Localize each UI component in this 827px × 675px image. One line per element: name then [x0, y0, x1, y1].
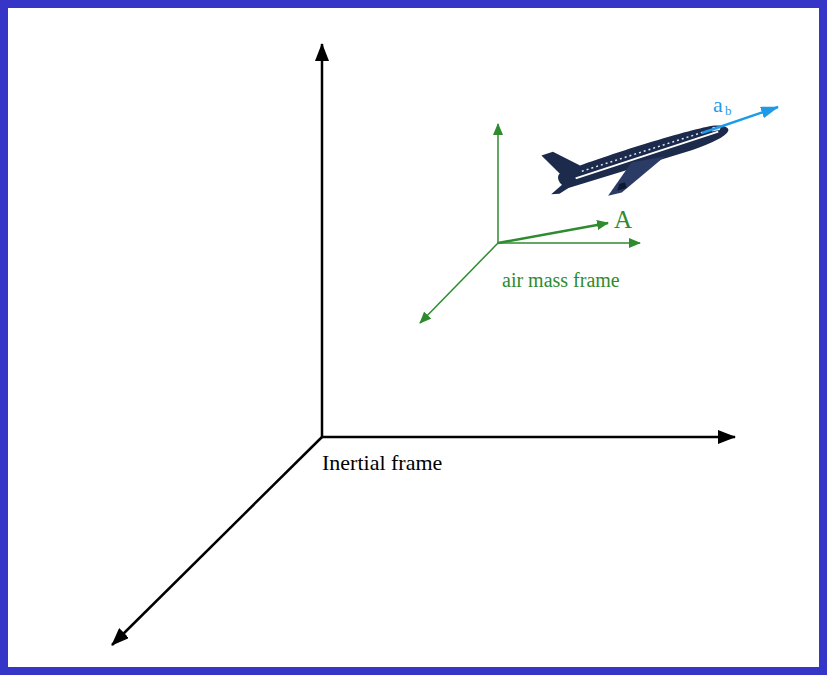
airplane — [540, 101, 737, 212]
vector-label: a — [713, 94, 723, 116]
frame-label: air mass frame — [502, 270, 620, 290]
inertial-axes — [112, 44, 735, 645]
frame-label: Inertial frame — [322, 452, 442, 474]
white-ground — [8, 8, 819, 667]
vector-label: A — [614, 207, 632, 232]
air-mass-axes — [420, 124, 640, 323]
vector-subscript: b — [725, 104, 732, 117]
